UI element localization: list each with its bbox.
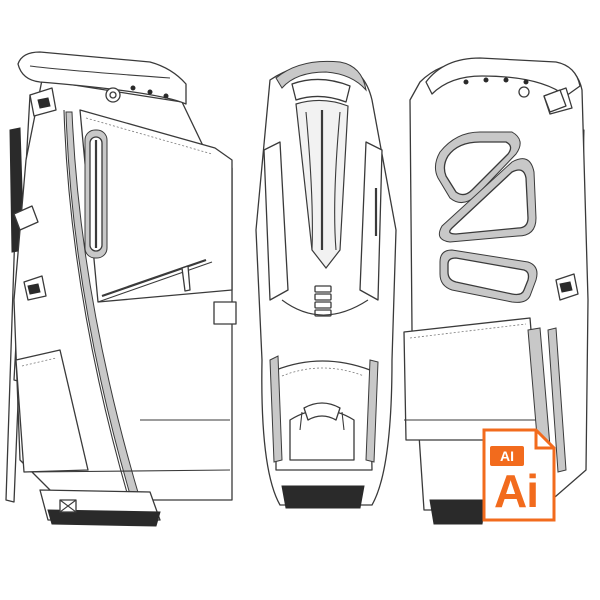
file-tag-label: AI	[490, 446, 524, 466]
side-pocket-right	[359, 141, 383, 301]
side-view-right	[403, 57, 589, 525]
strap-buckle-right	[543, 89, 567, 113]
lower-pocket	[15, 349, 89, 473]
strap-buckle-left	[13, 205, 39, 231]
top-handle	[275, 60, 367, 92]
zipper-pull	[181, 265, 191, 292]
logo-bar	[314, 285, 332, 293]
ball-pocket	[289, 409, 355, 461]
lower-pocket-right	[403, 317, 541, 441]
side-view-left	[5, 51, 237, 527]
front-pocket	[79, 109, 233, 303]
file-type-label: Ai	[494, 465, 539, 517]
top-collar	[17, 51, 187, 105]
right-base	[429, 499, 487, 525]
front-view	[255, 60, 397, 509]
side-pocket-left	[263, 141, 289, 301]
front-base	[281, 485, 365, 509]
side-tab	[213, 301, 237, 325]
